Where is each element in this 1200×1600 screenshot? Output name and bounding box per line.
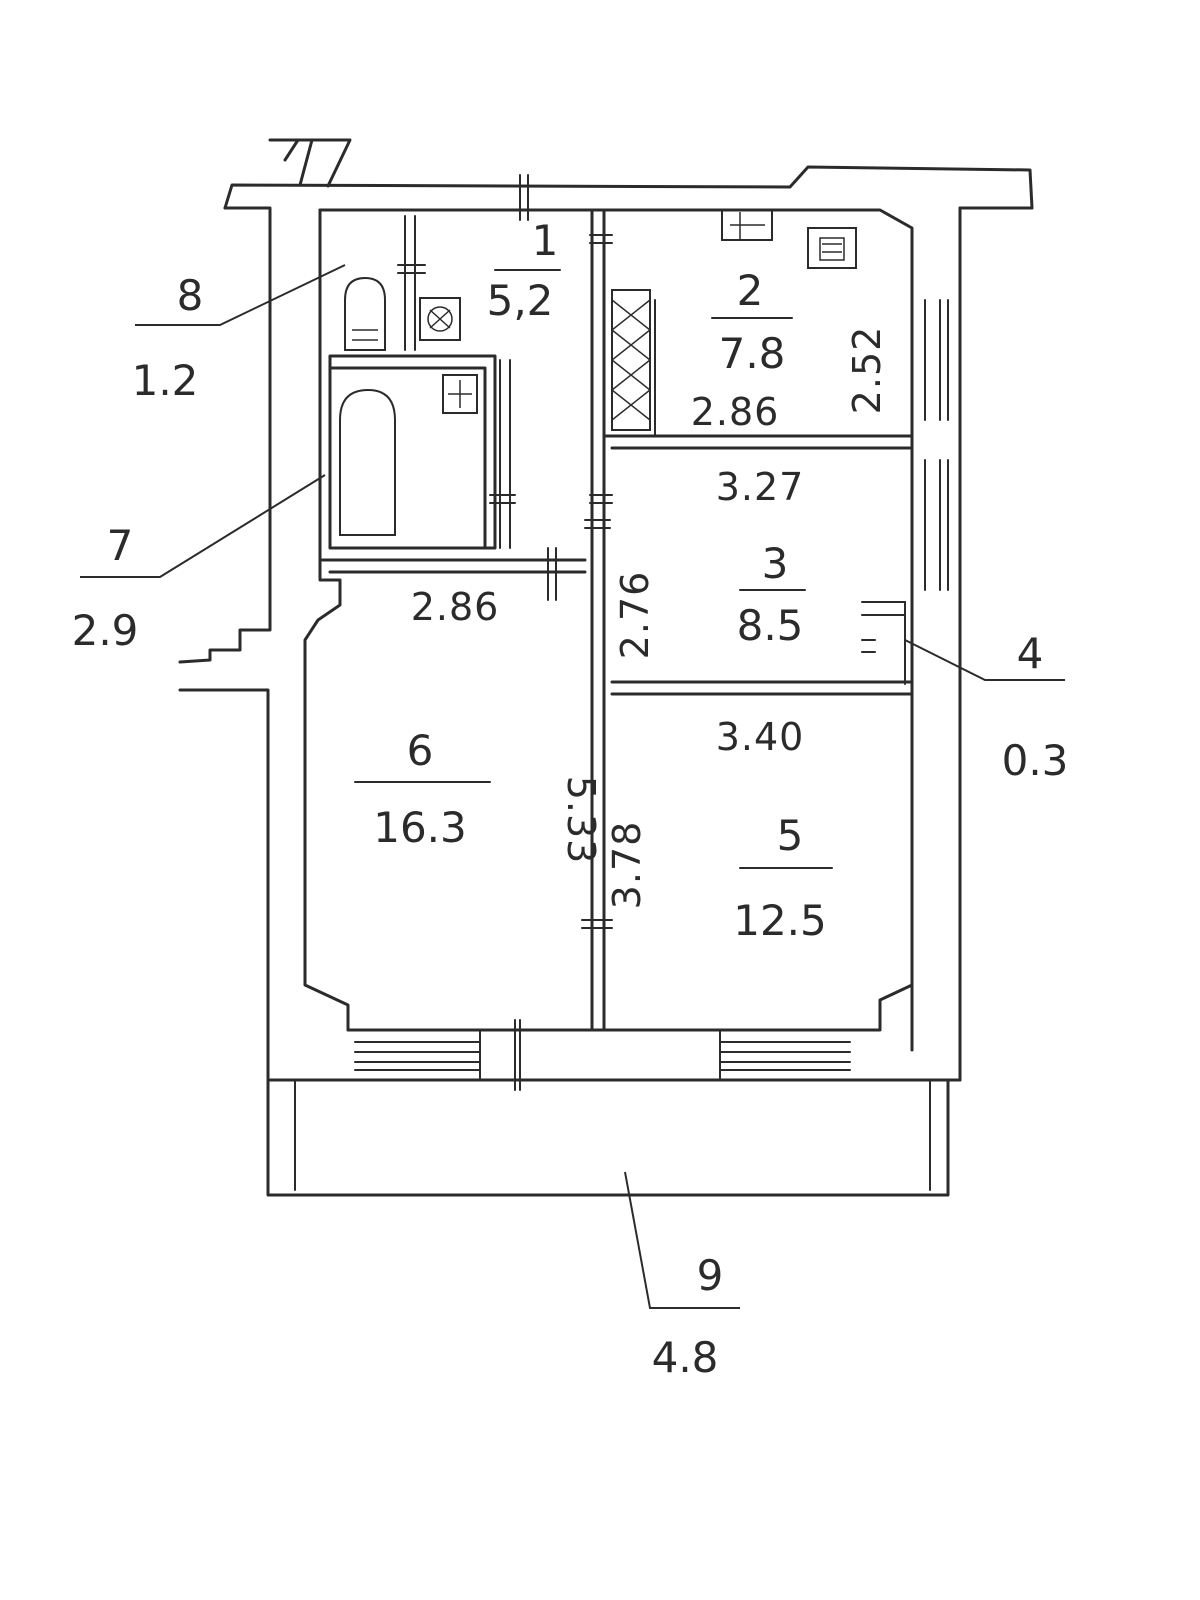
dimension-room2-width: 2.86 — [691, 390, 780, 434]
room-area: 0.3 — [1002, 736, 1069, 785]
dimension-room6-width: 2.86 — [411, 585, 500, 629]
room-label-8: 8 1.2 — [132, 271, 204, 405]
dimension-labels: 2.86 2.52 3.27 2.76 3.40 3.78 2.86 5.33 — [411, 326, 889, 910]
leader-lines — [80, 264, 1065, 1309]
room-area: 16.3 — [373, 803, 467, 852]
room-number: 7 — [107, 521, 134, 570]
dimension-room3-width: 3.27 — [716, 465, 805, 509]
room-number: 4 — [1017, 629, 1044, 678]
room-area: 2.9 — [72, 606, 139, 655]
room-area: 7.8 — [719, 329, 786, 378]
room-area: 1.2 — [132, 356, 199, 405]
dimension-room6-depth: 5.33 — [559, 776, 603, 865]
room-area: 5,2 — [487, 276, 554, 325]
sink-icon — [419, 297, 461, 341]
ventilation-shaft-icon — [610, 289, 656, 436]
dimension-room5-depth: 3.78 — [605, 821, 649, 910]
room-label-5: 5 12.5 — [733, 811, 833, 945]
room-number: 5 — [777, 811, 804, 860]
bath-sink-icon — [442, 374, 478, 414]
room-number: 2 — [737, 266, 764, 315]
stove-icon — [807, 227, 857, 269]
room-number: 3 — [762, 539, 789, 588]
room-area: 8.5 — [737, 601, 804, 650]
dimension-room5-width: 3.40 — [716, 715, 805, 759]
room-label-6: 6 16.3 — [354, 726, 491, 852]
room-label-1: 1 5,2 — [487, 216, 561, 325]
room-area: 4.8 — [652, 1333, 719, 1382]
room-label-3: 3 8.5 — [737, 539, 806, 650]
balcony — [266, 1078, 950, 1197]
kitchen-sink-icon — [721, 209, 773, 241]
toilet-icon — [344, 276, 386, 351]
room-label-4: 4 0.3 — [1002, 629, 1069, 785]
room-number: 1 — [532, 216, 559, 265]
dimension-room3-depth: 2.76 — [613, 571, 657, 660]
room-area: 12.5 — [733, 896, 827, 945]
bathtub-icon — [339, 388, 396, 536]
room-number: 8 — [177, 271, 204, 320]
room-number: 9 — [697, 1251, 724, 1300]
room-label-9: 9 4.8 — [652, 1251, 724, 1382]
room-label-2: 2 7.8 — [711, 266, 793, 378]
room-number: 6 — [407, 726, 434, 775]
partitions — [318, 174, 949, 1032]
room-label-7: 7 2.9 — [72, 521, 139, 655]
outer-walls — [178, 138, 1034, 1091]
dimension-room2-depth: 2.52 — [845, 326, 889, 415]
